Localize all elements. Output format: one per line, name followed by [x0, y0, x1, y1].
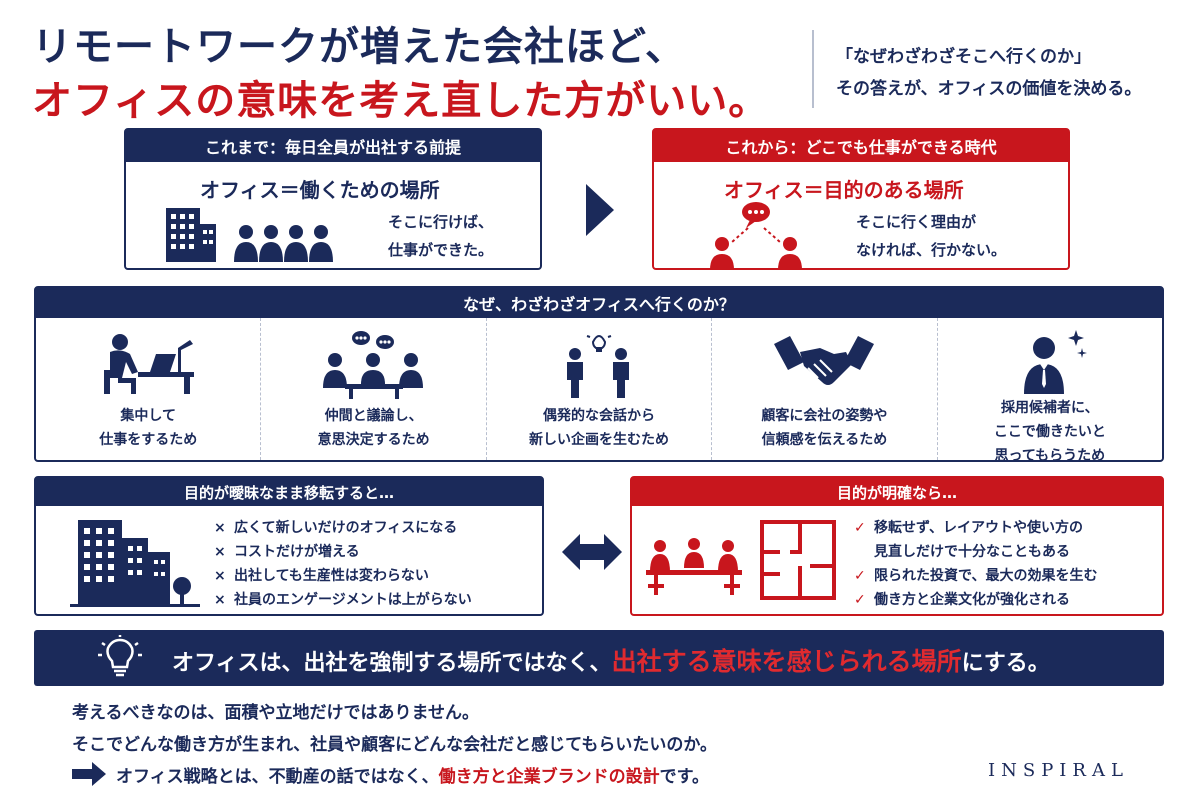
footer-line3: オフィス戦略とは、不動産の話ではなく、働き方と企業ブランドの設計です。: [116, 767, 709, 787]
vague-purpose-panel: 目的が曖昧なまま移転すると… ×広くて新しいだけのオフィスになる ×コストだけが…: [34, 476, 544, 616]
footer-line1: 考えるべきなのは、面積や立地だけではありません。: [72, 703, 479, 723]
banner-message: オフィスは、出社を強制する場所ではなく、出社する意味を感じられる場所にする。: [172, 647, 1050, 676]
cross-icon: ×: [214, 592, 226, 608]
idea-conversation-icon: [567, 335, 630, 398]
why-item-clients: 顧客に会社の姿勢や 信頼感を伝えるため: [712, 318, 938, 460]
workers-group-icon: [234, 225, 333, 262]
header-divider: [812, 30, 814, 108]
why-item-focus-line1: 集中して: [120, 408, 176, 424]
after-subtitle: オフィス＝目的のある場所: [724, 178, 964, 202]
before-panel-header: これまで：毎日全員が出社する前提: [126, 130, 540, 162]
purposeful-meeting-icon: [710, 202, 802, 270]
check-icon: ✓: [854, 520, 866, 536]
lightbulb-icon: [98, 635, 142, 677]
why-item-serendipity: 偶発的な会話から 新しい企画を生むため: [487, 318, 713, 460]
why-item-discussion-line2: 意思決定するため: [317, 432, 430, 448]
key-message-banner: オフィスは、出社を強制する場所ではなく、出社する意味を感じられる場所にする。: [34, 630, 1164, 686]
why-section: なぜ、わざわざオフィスへ行くのか？ 集中して 仕事をするため: [34, 286, 1164, 464]
cross-icon: ×: [214, 520, 226, 536]
list-item: ×コストだけが増える: [214, 540, 472, 564]
why-item-focus-line2: 仕事をするため: [99, 432, 198, 448]
after-desc-line2: なければ、行かない。: [856, 241, 1007, 259]
why-item-clients-line2: 信頼感を伝えるため: [761, 432, 888, 448]
city-buildings-icon: [70, 520, 200, 607]
after-panel-header: これから：どこでも仕事ができる時代: [654, 130, 1068, 162]
tagline-line2: その答えが、オフィスの価値を決める。: [836, 79, 1142, 99]
clear-purpose-header: 目的が明確なら…: [632, 478, 1162, 506]
transition-arrow-icon: [586, 184, 614, 236]
why-item-discussion: 仲間と議論し、 意思決定するため: [261, 318, 487, 460]
before-panel: これまで：毎日全員が出社する前提 オフィス＝働くための場所 そこに行けば、 仕事…: [124, 128, 542, 270]
main-title-line2: オフィスの意味を考え直した方がいい。: [32, 78, 770, 124]
why-item-recruiting-line2: ここで働きたいと: [993, 424, 1106, 440]
list-item: ×広くて新しいだけのオフィスになる: [214, 516, 472, 540]
list-item: ✓移転せず、レイアウトや使い方の: [854, 516, 1097, 540]
floor-plan-icon: [760, 520, 836, 600]
why-item-clients-line1: 顧客に会社の姿勢や: [761, 408, 888, 424]
main-title-line1: リモートワークが増えた会社ほど、: [32, 24, 686, 70]
double-arrow-icon: [562, 534, 622, 570]
why-item-recruiting: 採用候補者に、 ここで働きたいと 思ってもらうため: [938, 318, 1162, 464]
cross-icon: ×: [214, 544, 226, 560]
candidate-icon: [1023, 330, 1087, 394]
handshake-icon: [774, 336, 875, 385]
footer-line2: そこでどんな働き方が生まれ、社員や顧客にどんな会社だと感じてもらいたいのか。: [72, 735, 717, 755]
why-section-header: なぜ、わざわざオフィスへ行くのか？: [36, 288, 1162, 318]
check-icon: ✓: [854, 568, 866, 584]
why-item-recruiting-line3: 思ってもらうため: [994, 448, 1106, 464]
before-desc-line2: 仕事ができた。: [388, 241, 494, 259]
why-item-recruiting-line1: 採用候補者に、: [1001, 400, 1099, 416]
cross-icon: ×: [214, 568, 226, 584]
vague-outcomes-list: ×広くて新しいだけのオフィスになる ×コストだけが増える ×出社しても生産性は変…: [214, 516, 472, 612]
person-at-desk-icon: [104, 334, 195, 394]
list-item: ×出社しても生産性は変わらない: [214, 564, 472, 588]
after-panel: これから：どこでも仕事ができる時代 オフィス＝目的のある場所 そこに行く理由が …: [652, 128, 1070, 270]
brand-logo: INSPIRAL: [988, 760, 1129, 781]
team-discussion-icon: [322, 331, 423, 399]
after-desc-line1: そこに行く理由が: [856, 213, 977, 231]
before-subtitle: オフィス＝働くための場所: [200, 178, 440, 202]
list-item: ✓働き方と企業文化が強化される: [854, 588, 1097, 612]
list-item: 見直しだけで十分なこともある: [874, 544, 1070, 560]
why-item-serendipity-line2: 新しい企画を生むため: [529, 432, 670, 448]
clear-purpose-panel: 目的が明確なら… ✓移転せず、レイアウトや使い方の 見直しだけで十分なこともある…: [630, 476, 1164, 616]
before-desc-line1: そこに行けば、: [388, 213, 494, 231]
check-icon: ✓: [854, 592, 866, 608]
vague-purpose-header: 目的が曖昧なまま移転すると…: [36, 478, 542, 506]
why-item-discussion-line1: 仲間と議論し、: [324, 408, 423, 424]
list-item: ×社員のエンゲージメントは上がらない: [214, 588, 472, 612]
arrow-right-icon: [72, 762, 106, 786]
tagline-line1: 「なぜわざわざそこへ行くのか」: [836, 47, 1091, 67]
why-item-serendipity-line1: 偶発的な会話から: [543, 408, 656, 424]
clear-outcomes-list: ✓移転せず、レイアウトや使い方の 見直しだけで十分なこともある ✓限られた投資で…: [854, 516, 1097, 612]
list-item: ✓限られた投資で、最大の効果を生む: [854, 564, 1097, 588]
why-item-focus: 集中して 仕事をするため: [36, 318, 262, 460]
office-building-icon: [166, 208, 216, 262]
meeting-table-icon: [646, 538, 742, 595]
